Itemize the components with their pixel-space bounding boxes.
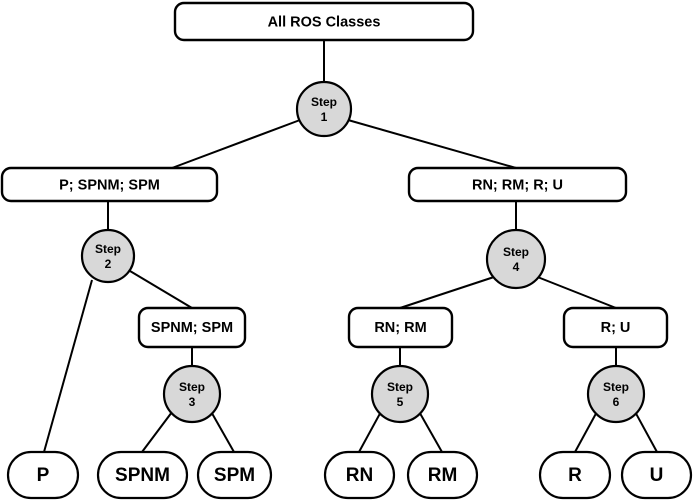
edge-step2-to-leaf-p bbox=[43, 279, 93, 453]
leaf-rn-shape bbox=[323, 450, 396, 500]
edge-step1-to-group-left bbox=[171, 119, 301, 169]
leaf-r-shape bbox=[538, 450, 612, 500]
group-spnm-spm-box-shape bbox=[137, 306, 247, 349]
leaf-spm-shape bbox=[196, 450, 273, 500]
leaf-p-label: P bbox=[37, 465, 50, 486]
leaf-p-node[interactable]: P bbox=[6, 450, 80, 500]
leaf-rn-node[interactable]: RN bbox=[323, 450, 396, 500]
step4-label-line2: 4 bbox=[513, 260, 520, 274]
step6-circle-shape bbox=[586, 364, 646, 424]
leaf-rm-shape bbox=[406, 450, 479, 500]
group-right-l2-label: RN; RM; R; U bbox=[472, 177, 563, 193]
group-left-l2-node[interactable]: P; SPNM; SPM bbox=[0, 166, 219, 203]
leaf-spnm-shape bbox=[96, 450, 189, 500]
root-node[interactable]: All ROS Classes bbox=[173, 1, 475, 42]
group-left-l2-box-shape bbox=[0, 166, 219, 203]
edge-step6-to-leaf-r bbox=[574, 407, 600, 453]
group-rn-rm-node[interactable]: RN; RM bbox=[347, 306, 454, 349]
step4-label-line1: Step bbox=[503, 245, 529, 259]
step2-circle-shape bbox=[80, 228, 136, 284]
leaf-r-label: R bbox=[568, 465, 582, 486]
leaf-rm-node[interactable]: RM bbox=[406, 450, 479, 500]
step4-node[interactable]: Step 4 bbox=[485, 228, 547, 290]
leaf-spm-label: SPM bbox=[214, 465, 255, 486]
edge-step1-to-group-right bbox=[347, 119, 517, 169]
step4-circle-shape bbox=[485, 228, 547, 290]
leaf-u-node[interactable]: U bbox=[620, 450, 693, 500]
edge-step6-to-leaf-u bbox=[632, 407, 658, 453]
leaf-p-shape bbox=[6, 450, 80, 500]
group-r-u-node[interactable]: R; U bbox=[562, 306, 669, 349]
leaf-u-shape bbox=[620, 450, 693, 500]
leaf-spnm-label: SPNM bbox=[115, 465, 170, 486]
step6-label-line1: Step bbox=[603, 380, 629, 394]
leaf-r-node[interactable]: R bbox=[538, 450, 612, 500]
root-label: All ROS Classes bbox=[268, 14, 381, 30]
edge-step4-to-group-rn-rm bbox=[399, 275, 498, 309]
edge-layer bbox=[43, 40, 658, 453]
leaf-u-label: U bbox=[650, 465, 664, 486]
step2-node[interactable]: Step 2 bbox=[80, 228, 136, 284]
leaf-rm-label: RM bbox=[428, 465, 458, 486]
step2-label-line1: Step bbox=[95, 242, 121, 256]
leaf-spm-node[interactable]: SPM bbox=[196, 450, 273, 500]
step5-node[interactable]: Step 5 bbox=[370, 364, 430, 424]
group-r-u-box-shape bbox=[562, 306, 669, 349]
group-right-l2-node[interactable]: RN; RM; R; U bbox=[407, 166, 628, 203]
step1-label-line2: 1 bbox=[321, 110, 328, 124]
step6-label-line2: 6 bbox=[613, 395, 620, 409]
step5-circle-shape bbox=[370, 364, 430, 424]
group-rn-rm-box-shape bbox=[347, 306, 454, 349]
step3-label-line2: 3 bbox=[189, 395, 196, 409]
step3-circle-shape bbox=[162, 364, 222, 424]
step5-label-line2: 5 bbox=[397, 395, 404, 409]
step3-node[interactable]: Step 3 bbox=[162, 364, 222, 424]
step1-circle-shape bbox=[295, 80, 353, 138]
edge-step3-to-leaf-spnm bbox=[141, 407, 176, 453]
edge-step4-to-group-r-u bbox=[534, 275, 617, 309]
leaf-spnm-node[interactable]: SPNM bbox=[96, 450, 189, 500]
root-box-shape bbox=[173, 1, 475, 42]
step5-label-line1: Step bbox=[387, 380, 413, 394]
edge-step2-to-group-spnm-spm bbox=[129, 270, 193, 309]
step3-label-line1: Step bbox=[179, 380, 205, 394]
group-rn-rm-label: RN; RM bbox=[374, 320, 426, 336]
step2-label-line2: 2 bbox=[105, 257, 112, 271]
edge-step5-to-leaf-rn bbox=[358, 407, 384, 453]
step6-node[interactable]: Step 6 bbox=[586, 364, 646, 424]
step1-node[interactable]: Step 1 bbox=[295, 80, 353, 138]
group-right-l2-box-shape bbox=[407, 166, 628, 203]
group-left-l2-label: P; SPNM; SPM bbox=[59, 177, 160, 193]
leaf-rn-label: RN bbox=[346, 465, 373, 486]
step1-label-line1: Step bbox=[311, 95, 337, 109]
edge-step5-to-leaf-rm bbox=[416, 407, 443, 453]
edge-step3-to-leaf-spm bbox=[208, 407, 235, 453]
group-r-u-label: R; U bbox=[601, 320, 631, 336]
group-spnm-spm-label: SPNM; SPM bbox=[151, 320, 233, 336]
group-spnm-spm-node[interactable]: SPNM; SPM bbox=[137, 306, 247, 349]
